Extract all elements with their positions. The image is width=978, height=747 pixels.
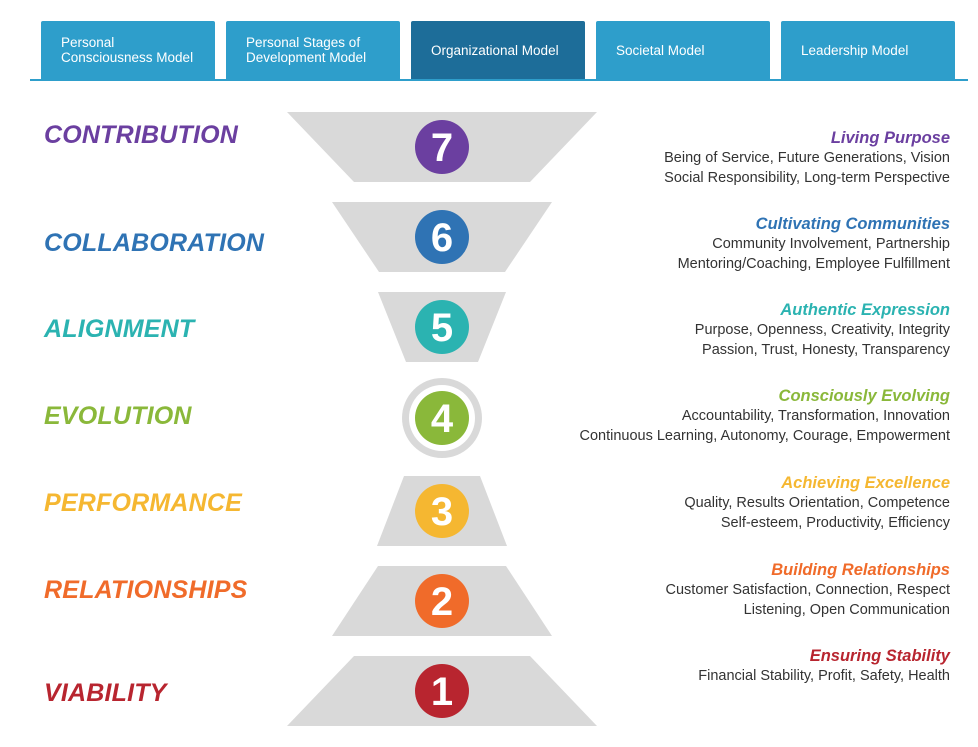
level-value-line: Continuous Learning, Autonomy, Courage, … [579,428,950,444]
level-name: CONTRIBUTION [44,121,239,149]
tab-societal[interactable]: Societal Model [596,21,770,79]
level-number: 1 [431,670,453,714]
level-value-line: Purpose, Openness, Creativity, Integrity [694,322,950,338]
level-value-line: Customer Satisfaction, Connection, Respe… [665,582,951,598]
level-heading: Building Relationships [771,561,950,579]
level-number: 7 [431,126,453,170]
tab-label: Personal Consciousness Model [61,35,194,65]
level-value-line: Financial Stability, Profit, Safety, Hea… [698,668,950,684]
numbered-circle-icon [415,664,469,718]
tab-leadership[interactable]: Leadership Model [781,21,955,79]
level-name: COLLABORATION [44,229,265,257]
level-number: 4 [431,397,454,441]
level-value-line: Accountability, Transformation, Innovati… [681,408,950,424]
tab-label: Leadership Model [801,42,909,58]
level-value-line: Mentoring/Coaching, Employee Fulfillment [677,256,950,272]
level-value-line: Passion, Trust, Honesty, Transparency [702,342,950,358]
level-name: EVOLUTION [44,402,192,430]
level-heading: Cultivating Communities [755,215,950,233]
level-value-line: Quality, Results Orientation, Competence [684,495,950,511]
level-heading: Consciously Evolving [778,387,950,405]
tab-label: Personal Stages of Development Model [246,35,367,65]
tab-label: Organizational Model [431,42,559,58]
tab-personal-consciousness[interactable]: Personal Consciousness Model [41,21,215,79]
level-heading: Ensuring Stability [809,647,950,665]
level-heading: Achieving Excellence [781,474,950,492]
level-heading: Authentic Expression [780,301,950,319]
level-value-line: Community Involvement, Partnership [712,236,950,252]
tab-organizational[interactable]: Organizational Model [411,21,585,79]
numbered-circle-icon [415,391,469,445]
numbered-circle-icon [415,120,469,174]
level-number: 6 [431,216,453,260]
level-number: 5 [431,306,453,350]
tab-label: Societal Model [616,42,705,58]
level-value-line: Social Responsibility, Long-term Perspec… [664,170,950,186]
level-value-line: Listening, Open Communication [743,602,950,618]
numbered-circle-icon [415,574,469,628]
level-heading: Living Purpose [830,129,950,147]
level-name: ALIGNMENT [44,315,195,343]
level-number: 3 [431,490,453,534]
numbered-circle-icon [415,300,469,354]
level-name: VIABILITY [44,679,167,707]
numbered-circle-icon [415,484,469,538]
level-number: 2 [431,580,453,624]
level-value-line: Being of Service, Future Generations, Vi… [664,150,950,166]
model-tabs: Personal Consciousness Model Personal St… [41,21,971,79]
level-value-line: Self-esteem, Productivity, Efficiency [720,515,950,531]
numbered-circle-icon [415,210,469,264]
level-name: PERFORMANCE [44,489,243,517]
tab-personal-stages[interactable]: Personal Stages of Development Model [226,21,400,79]
tab-underline [30,79,968,81]
level-name: RELATIONSHIPS [44,576,248,604]
